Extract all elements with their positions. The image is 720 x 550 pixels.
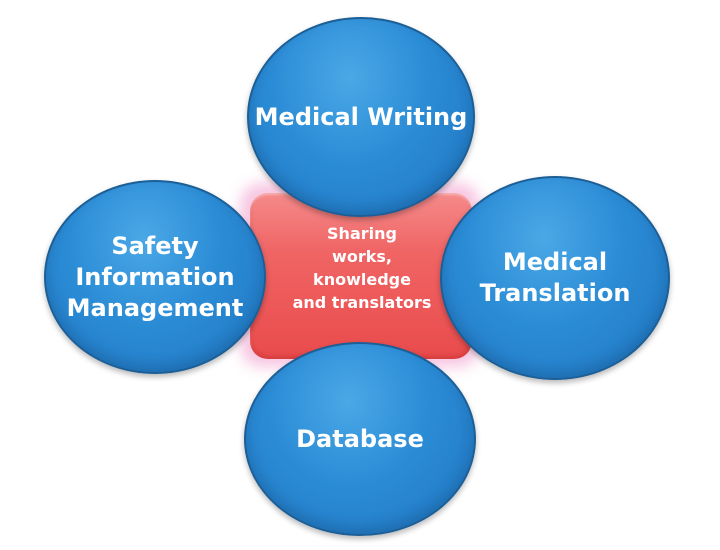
center-label-line: works, bbox=[332, 247, 392, 266]
center-label-line: knowledge bbox=[313, 270, 411, 289]
node-database: Database bbox=[244, 342, 476, 536]
node-label-line: Translation bbox=[479, 279, 631, 307]
node-label-line: Medical bbox=[502, 248, 608, 276]
node-safety-information-management: Safety Information Management bbox=[44, 180, 266, 374]
node-label-line: Database bbox=[296, 424, 424, 453]
center-label-line: Sharing bbox=[327, 224, 397, 243]
center-box bbox=[250, 193, 472, 359]
node-label: Database bbox=[296, 424, 424, 455]
node-medical-translation: Medical Translation bbox=[440, 176, 670, 380]
node-label: Medical Writing bbox=[255, 102, 468, 133]
node-label-line: Management bbox=[66, 293, 244, 322]
node-label: Medical Translation bbox=[480, 247, 631, 309]
center-label: Sharing works, knowledge and translators bbox=[262, 222, 462, 314]
node-label: Safety Information Management bbox=[67, 231, 244, 324]
node-label-line: Safety bbox=[111, 231, 199, 260]
node-label-line: Information bbox=[75, 262, 235, 291]
node-medical-writing: Medical Writing bbox=[247, 17, 475, 217]
node-label-line: Medical Writing bbox=[254, 102, 468, 131]
center-label-line: and translators bbox=[292, 293, 432, 312]
